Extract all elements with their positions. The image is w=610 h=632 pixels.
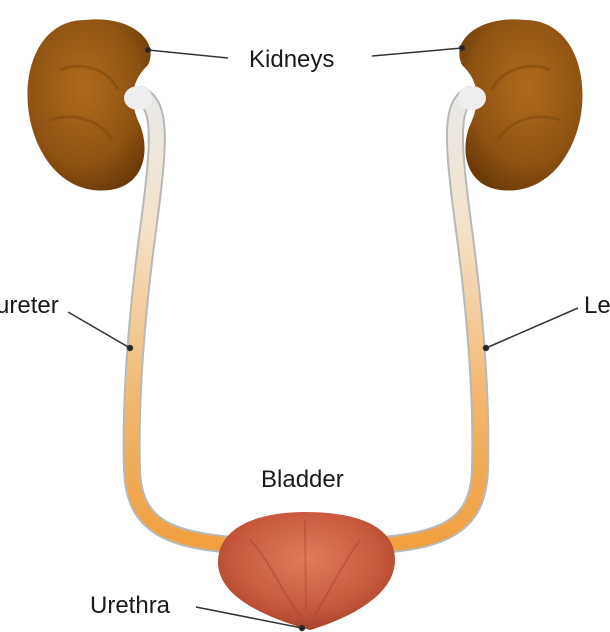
label-kidneys: Kidneys — [249, 46, 335, 73]
ureter-right — [371, 86, 490, 554]
leader-dot-ureter-right — [482, 344, 490, 352]
ureter-left — [122, 86, 244, 554]
leader-lines — [67, 44, 579, 632]
label-ureter-right: Le — [584, 292, 610, 319]
leader-ureter-left — [67, 311, 131, 349]
leader-dot-kidney-left — [144, 46, 152, 54]
leader-kidney-left — [147, 49, 229, 59]
label-bladder: Bladder — [261, 466, 344, 493]
leader-dot-kidney-right — [458, 44, 466, 52]
leader-kidney-right — [371, 47, 463, 57]
leader-dot-ureter-left — [126, 344, 134, 352]
kidney-right — [458, 19, 583, 191]
bladder-shape — [218, 512, 395, 630]
leader-urethra — [195, 606, 303, 629]
leader-ureter-right — [485, 307, 579, 349]
label-ureter-left: ureter — [0, 292, 59, 319]
leader-dot-urethra — [298, 624, 306, 632]
label-urethra: Urethra — [90, 592, 171, 619]
kidney-left — [27, 19, 152, 191]
